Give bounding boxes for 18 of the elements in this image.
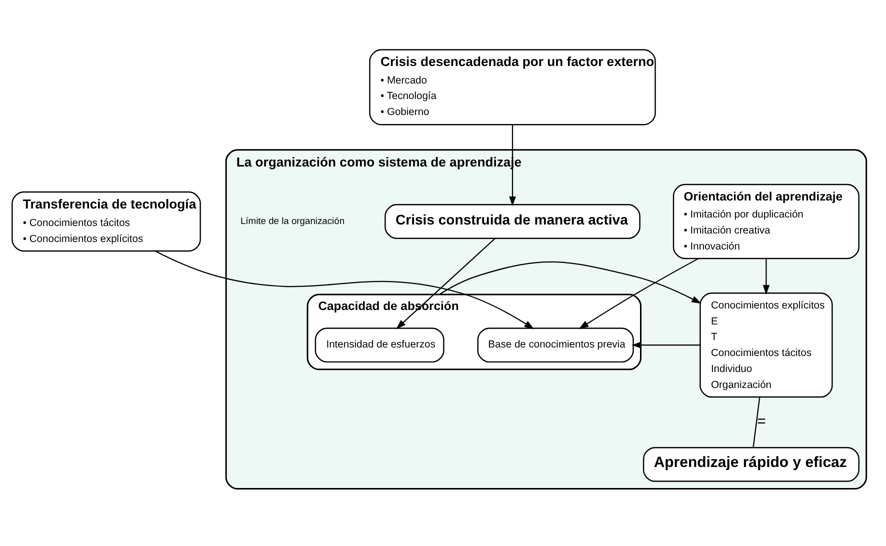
- node-box: Intensidad de esfuerzos: [314, 328, 444, 363]
- arrow: [632, 342, 700, 348]
- node-box: Orientación del aprendizaje • Imitación por duplicación • Imitación creativa • Innovación: [672, 184, 860, 260]
- arrow: [578, 258, 699, 330]
- arrow: [509, 124, 516, 206]
- node-box: Aprendizaje rápido y eficaz: [642, 446, 860, 482]
- arrow: [439, 261, 702, 304]
- node-box: Crisis desencadenada por un factor externo • Mercado • Tecnología • Gobierno: [369, 49, 656, 126]
- arrow: [396, 238, 496, 330]
- node-box: Crisis construida de manera activa: [384, 204, 640, 239]
- node-box: Transferencia de tecnología • Conocimientos tácitos • Conocimientos explícitos: [12, 191, 201, 252]
- arrow: [762, 258, 770, 295]
- node-label: Límite de la organización: [240, 216, 345, 226]
- connector: [752, 397, 760, 448]
- arrow: [154, 250, 534, 330]
- node-box: Conocimientos explícitos E T Conocimientos tácitos Individuo Organización: [700, 292, 833, 398]
- edge-label: =: [757, 412, 766, 430]
- node-box: Base de conocimientos previa: [477, 328, 634, 363]
